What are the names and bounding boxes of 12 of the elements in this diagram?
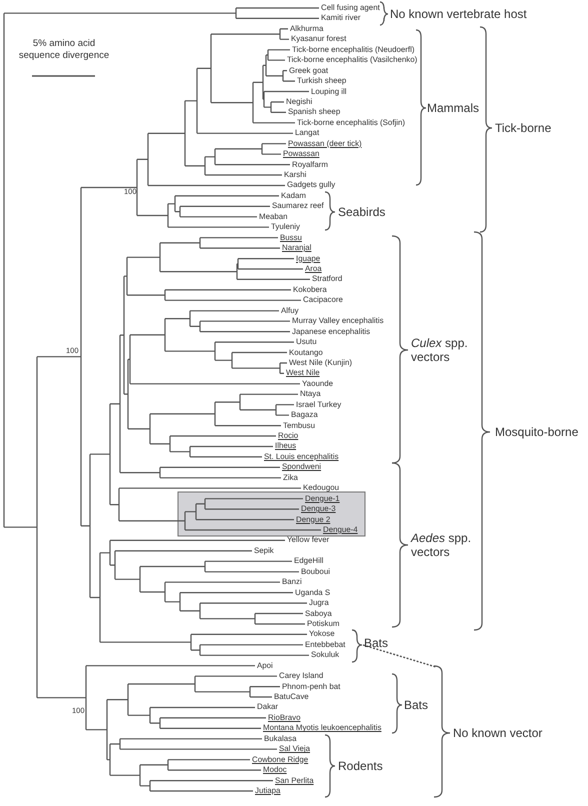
group-label: Rodents: [338, 759, 383, 773]
group-label: Seabirds: [338, 205, 386, 219]
group-label: No known vector: [453, 726, 542, 740]
group-label: No known vertebrate host: [390, 7, 527, 21]
group-label: Culex spp. vectors: [411, 336, 469, 364]
group-label: Aedes spp. vectors: [411, 531, 472, 559]
group-label: Bats: [404, 698, 428, 712]
group-label: Bats: [364, 636, 388, 650]
group-label: Mammals: [427, 101, 480, 115]
group-label: Tick-borne: [495, 121, 552, 135]
scale-label: 5% amino acid sequence divergence: [18, 38, 110, 62]
group-label: Mosquito-borne: [495, 425, 578, 439]
